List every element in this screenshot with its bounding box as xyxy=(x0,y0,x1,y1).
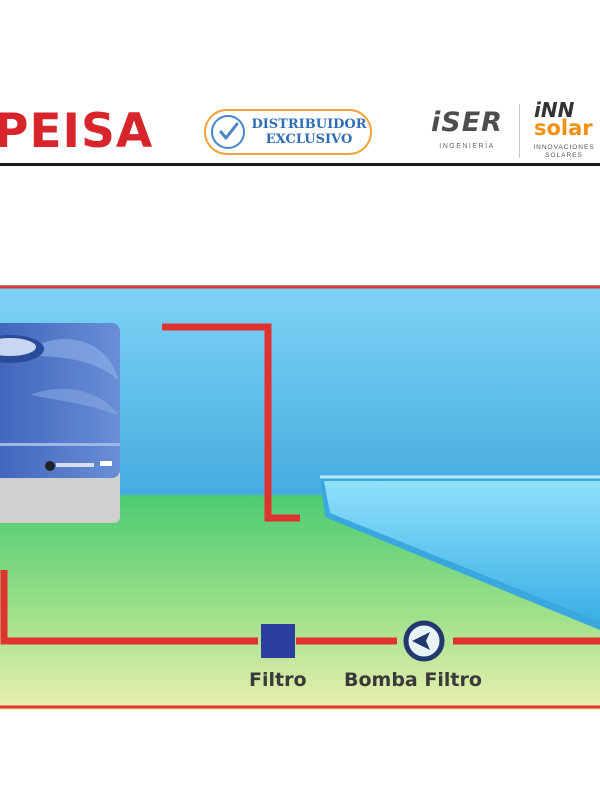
pool-heating-diagram: Filtro Bomba Filtro xyxy=(0,285,600,710)
header-rule xyxy=(0,163,600,166)
header: PEISA DISTRIBUIDOR EXCLUSIVO iSER INGENI… xyxy=(0,0,600,168)
pipe-to-pool xyxy=(162,323,300,522)
iser-subtitle: INGENIERÍA xyxy=(439,143,495,150)
iser-logo: iSER INGENIERÍA xyxy=(423,106,511,154)
peisa-logo: PEISA xyxy=(0,104,154,159)
innsolar-subtitle-line1: INNOVACIONES xyxy=(533,144,595,151)
innsolar-name-bottom: solar xyxy=(534,116,593,140)
diagram-canvas xyxy=(0,285,600,710)
innsolar-subtitle: INNOVACIONES SOLARES xyxy=(528,144,600,160)
filter-label: Filtro xyxy=(249,669,307,691)
check-circle-icon xyxy=(211,115,245,149)
distributor-line2: EXCLUSIVO xyxy=(265,132,353,147)
heat-pump-unit xyxy=(0,323,120,523)
header-divider xyxy=(519,104,520,158)
distributor-text: DISTRIBUIDOR EXCLUSIVO xyxy=(250,117,368,147)
pump-icon xyxy=(403,620,445,662)
diagram-frame xyxy=(0,285,600,709)
iser-name: iSER xyxy=(431,107,503,138)
innsolar-name-top: iNN xyxy=(534,98,575,122)
return-pipe-left xyxy=(0,570,258,645)
distributor-badge: DISTRIBUIDOR EXCLUSIVO xyxy=(204,109,372,155)
pump-label: Bomba Filtro xyxy=(344,669,482,691)
innsolar-subtitle-line2: SOLARES xyxy=(545,152,583,159)
distributor-line1: DISTRIBUIDOR xyxy=(251,117,367,132)
pool xyxy=(320,475,600,630)
innsolar-logo: iNN solar INNOVACIONES SOLARES xyxy=(526,98,600,164)
filter-icon xyxy=(261,624,295,658)
